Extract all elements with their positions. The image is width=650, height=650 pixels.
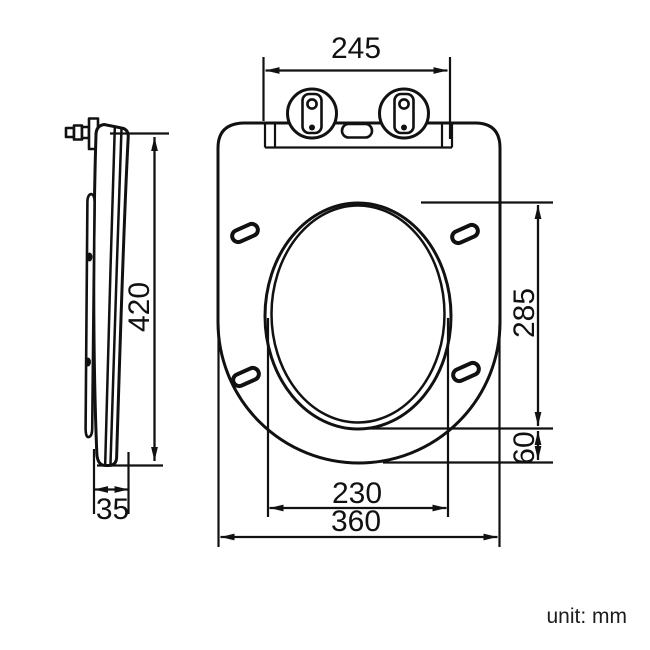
top-view: 245 285 60 230 360 xyxy=(216,32,553,547)
seat-profile-contour-line xyxy=(103,126,117,466)
hinge-bolt xyxy=(64,117,100,151)
seat-opening-outer xyxy=(263,201,453,431)
hinge-hole xyxy=(306,98,318,110)
dimension-285: 285 xyxy=(368,201,553,430)
dimension-420: 420 xyxy=(97,132,169,467)
dim-360-label: 360 xyxy=(331,505,381,538)
dim-245-label: 245 xyxy=(331,32,381,65)
bumper-slot-bottom-right xyxy=(451,360,481,384)
dim-420-label: 420 xyxy=(123,282,156,332)
hinge-right xyxy=(378,87,430,140)
center-slot xyxy=(340,122,374,139)
seat-outline xyxy=(216,121,502,465)
dim-35-label: 35 xyxy=(96,493,129,526)
hinge-pin xyxy=(309,124,315,131)
seat-opening-inner xyxy=(270,204,446,424)
dim-230-label: 230 xyxy=(332,477,382,510)
hinge-pin xyxy=(401,124,407,131)
dimension-60: 60 xyxy=(383,431,553,465)
dimension-245: 245 xyxy=(262,32,452,139)
bumper-dot xyxy=(86,252,93,262)
dimension-360: 360 xyxy=(217,325,501,547)
lid-edge-strip xyxy=(84,192,96,439)
hinge-hole xyxy=(398,98,410,110)
dim-285-label: 285 xyxy=(508,288,541,338)
bumper-slot-top-left xyxy=(230,221,260,245)
dimension-35: 35 xyxy=(92,449,130,526)
bumper-dot xyxy=(85,357,91,367)
hinge-bar xyxy=(263,123,454,149)
bumper-slot-top-right xyxy=(450,222,480,246)
hinge-left xyxy=(286,87,338,140)
dimension-230: 230 xyxy=(266,318,450,517)
seat-profile-contour-line xyxy=(109,127,123,465)
unit-label: unit: mm xyxy=(546,605,627,628)
side-view: 420 35 xyxy=(64,117,169,526)
bumper-slot-bottom-left xyxy=(231,365,261,389)
dim-60-label: 60 xyxy=(508,431,541,464)
